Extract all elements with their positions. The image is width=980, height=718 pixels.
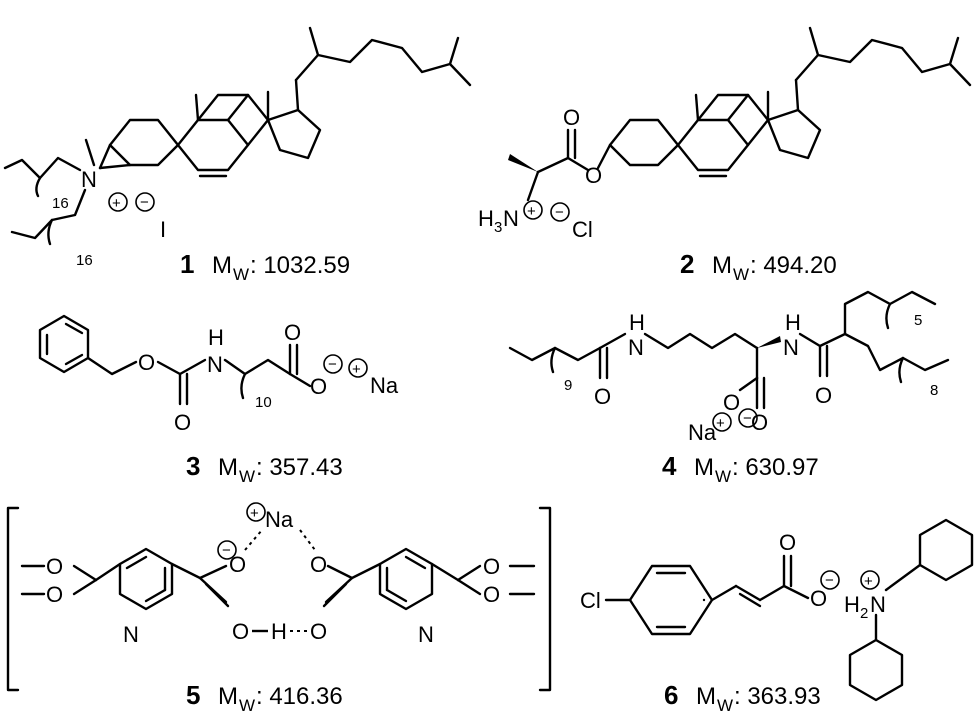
chain-length-label: 10: [255, 394, 272, 411]
positive-charge: +: [250, 505, 259, 522]
oxygen-atom: O: [310, 374, 327, 399]
compound-4-structure: H N O H N O O O Na + − 9 5 8: [508, 290, 950, 445]
oxygen-atom: O: [810, 586, 827, 611]
h-count: 2: [860, 605, 868, 622]
mw-subscript: W: [733, 265, 749, 284]
oxygen-atom: O: [751, 410, 768, 435]
compound-number: 6: [664, 680, 678, 710]
mw-subscript: W: [239, 696, 255, 715]
mw-value: : 630.97: [732, 454, 819, 481]
mw-value: : 357.43: [256, 454, 343, 481]
h-count: 3: [494, 219, 502, 236]
oxygen-atom: O: [232, 619, 249, 644]
compound-2-caption: 2 M W : 494.20: [680, 249, 837, 284]
chain-length-label: 9: [564, 377, 572, 394]
compound-number: 1: [180, 249, 194, 279]
chain-length-label: 16: [52, 195, 69, 212]
oxygen-atom: O: [483, 554, 500, 579]
positive-charge: +: [864, 573, 873, 590]
oxygen-atom: O: [815, 383, 832, 408]
nitrogen-atom: N: [81, 167, 97, 192]
compound-3-structure: O O H N O O − + Na 10: [38, 314, 399, 435]
mw-value: : 416.36: [256, 683, 343, 710]
chain-length-label: 8: [930, 382, 938, 399]
oxygen-atom: O: [138, 350, 155, 375]
compound-5-structure: O O N O O H O O Na + − N O O: [6, 502, 552, 692]
compound-number: 2: [680, 249, 694, 279]
mw-subscript: W: [239, 467, 255, 486]
oxygen-atom: O: [723, 390, 740, 415]
chain-length-label: 5: [914, 312, 922, 329]
mw-subscript: W: [717, 696, 733, 715]
nitrogen-atom: N: [783, 335, 799, 360]
nitrogen-atom: N: [207, 352, 223, 377]
chain-length-label: 16: [76, 252, 93, 269]
negative-charge: −: [743, 410, 752, 427]
negative-charge: −: [222, 542, 231, 559]
nh-h: H: [785, 310, 801, 335]
oxygen-atom: O: [563, 105, 580, 130]
compound-6-caption: 6 M W : 363.93: [664, 680, 821, 715]
positive-charge: +: [112, 195, 121, 212]
mw-subscript: W: [715, 467, 731, 486]
compound-5-caption: 5 M W : 416.36: [186, 680, 343, 715]
oxygen-atom: O: [310, 619, 327, 644]
mw-label: M: [696, 683, 716, 710]
mw-value: : 1032.59: [250, 252, 350, 279]
nitrogen-atom: N: [123, 622, 139, 647]
chloride-atom: Cl: [572, 217, 593, 242]
mw-value: : 494.20: [750, 252, 837, 279]
oxygen-atom: O: [594, 384, 611, 409]
negative-charge: −: [555, 204, 564, 221]
compound-4-caption: 4 M W : 630.97: [662, 451, 819, 486]
positive-charge: +: [716, 415, 725, 432]
nitrogen-atom: N: [628, 335, 644, 360]
compound-number: 4: [662, 451, 677, 481]
compound-2-structure: O O H 3 N + − Cl: [478, 26, 972, 242]
negative-charge: −: [825, 572, 834, 589]
mw-value: : 363.93: [734, 683, 821, 710]
oxygen-atom: O: [46, 554, 63, 579]
negative-charge: −: [328, 356, 337, 373]
ammonium-h: H: [844, 592, 860, 617]
positive-charge: +: [527, 203, 536, 220]
positive-charge: +: [352, 361, 361, 378]
mw-label: M: [218, 454, 238, 481]
sodium-atom: Na: [688, 420, 717, 445]
iodide-atom: I: [160, 217, 166, 242]
nitrogen-atom: N: [503, 206, 519, 231]
sodium-atom: Na: [265, 507, 294, 532]
chlorine-atom: Cl: [580, 588, 601, 613]
nh-h: H: [208, 325, 224, 350]
oxygen-atom: O: [284, 320, 301, 345]
compound-number: 5: [186, 680, 200, 710]
oxygen-atom: O: [46, 582, 63, 607]
nh-h: H: [629, 310, 645, 335]
nitrogen-atom: N: [418, 622, 434, 647]
nitrogen-atom: N: [870, 592, 886, 617]
oxygen-atom: O: [483, 582, 500, 607]
mw-label: M: [218, 683, 238, 710]
oxygen-atom: O: [779, 530, 796, 555]
mw-subscript: W: [233, 265, 249, 284]
bridging-h: H: [271, 619, 287, 644]
compound-number: 3: [186, 451, 200, 481]
oxygen-atom: O: [310, 552, 327, 577]
compound-1-structure: N + − I 16 16: [3, 26, 472, 269]
ammonium-h: H: [478, 206, 494, 231]
oxygen-atom: O: [174, 410, 191, 435]
compound-6-structure: Cl O O − H 2 N +: [580, 518, 974, 702]
mw-label: M: [212, 252, 232, 279]
mw-label: M: [694, 454, 714, 481]
sodium-atom: Na: [370, 373, 399, 398]
mw-label: M: [712, 252, 732, 279]
compound-1-caption: 1 M W : 1032.59: [180, 249, 350, 284]
compound-3-caption: 3 M W : 357.43: [186, 451, 343, 486]
negative-charge: −: [140, 194, 149, 211]
oxygen-atom: O: [229, 552, 246, 577]
oxygen-atom: O: [585, 163, 602, 188]
